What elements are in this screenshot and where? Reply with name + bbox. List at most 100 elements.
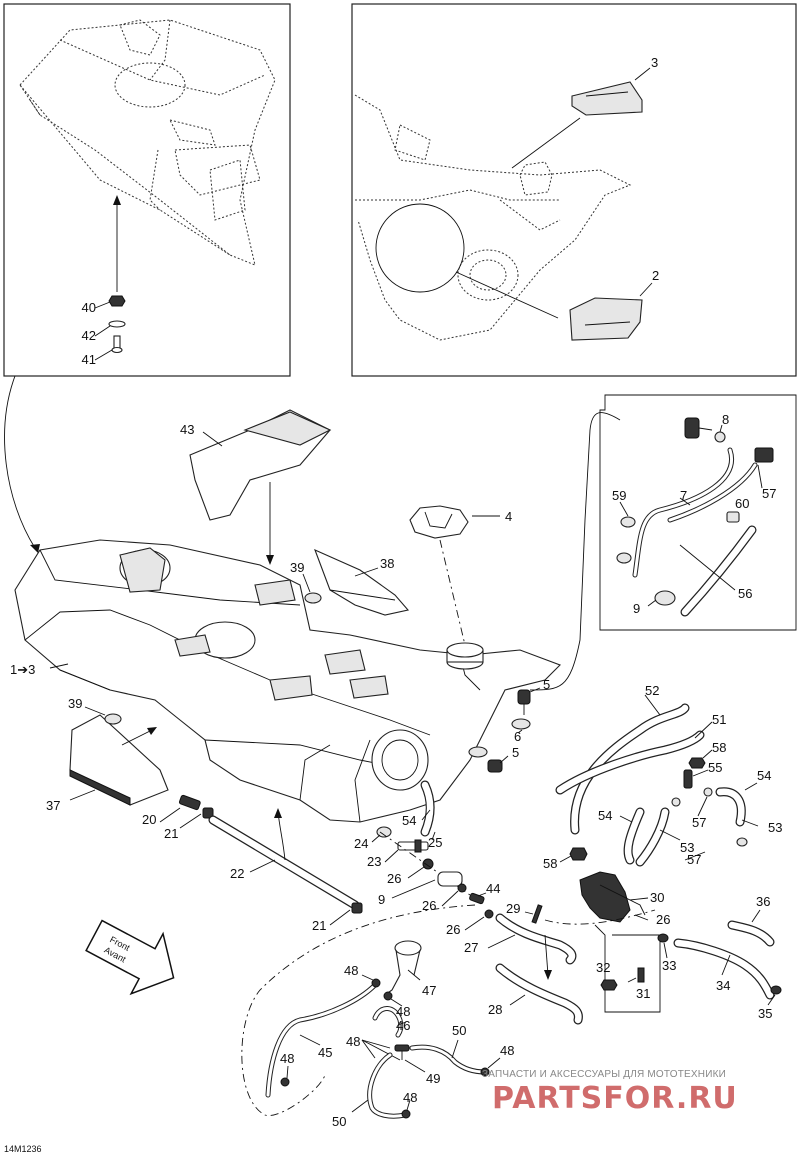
callout-46: 46	[396, 1018, 410, 1033]
callout-40: 40	[82, 300, 96, 315]
callout-39-lower: 39	[68, 696, 82, 711]
callout-54-right: 54	[757, 768, 771, 783]
connector-58-lower	[569, 847, 588, 861]
watermark-logo: PARTSFOR.RU	[492, 1081, 737, 1116]
hose-46	[372, 1006, 404, 1038]
callout-41: 41	[82, 352, 96, 367]
nut-24	[376, 826, 392, 838]
callout-26-c: 26	[446, 922, 460, 937]
grommet-39-upper	[304, 592, 322, 604]
callout-49: 49	[426, 1071, 440, 1086]
callout-33: 33	[662, 958, 676, 973]
fuel-line-22	[208, 815, 360, 910]
sleeve-9	[437, 871, 463, 887]
inset-vent-lines	[599, 394, 797, 631]
callout-58-lower: 58	[543, 856, 557, 871]
callout-3: 3	[651, 55, 658, 70]
hose-36	[727, 920, 775, 947]
callout-57-mid: 57	[692, 815, 706, 830]
watermark: ЗАПЧАСТИ И АКСЕССУАРЫ ДЛЯ МОТОТЕХНИКИ PA…	[482, 1069, 737, 1116]
callout-48-low: 48	[403, 1090, 417, 1105]
tee-49	[394, 1044, 410, 1060]
fitting-55	[683, 769, 693, 789]
callout-9-inset: 9	[633, 601, 640, 616]
fitting-44	[469, 892, 485, 905]
hose-50-right	[409, 1044, 488, 1075]
callout-23: 23	[367, 854, 381, 869]
callout-53-mid: 53	[680, 840, 694, 855]
callout-48-left: 48	[280, 1051, 294, 1066]
valve-5-lower	[487, 759, 503, 773]
callout-55: 55	[708, 760, 722, 775]
callout-54-left: 54	[402, 813, 416, 828]
filler-neck-47	[384, 940, 422, 996]
fuel-cap-4	[409, 505, 469, 539]
rollover-valve	[684, 417, 713, 439]
inset-panel-top-right	[351, 3, 797, 377]
callout-27: 27	[464, 940, 478, 955]
callout-48-b: 48	[396, 1004, 410, 1019]
inset-panel-top-left	[3, 3, 291, 377]
clamp-26-b	[457, 883, 467, 893]
callout-52: 52	[645, 683, 659, 698]
fuel-pump-30	[579, 871, 646, 923]
pad-3	[571, 81, 643, 116]
diagram-code: 14M1236	[4, 1144, 42, 1154]
clamp-26-a	[422, 858, 434, 870]
callout-60: 60	[735, 496, 749, 511]
callout-57-low: 57	[687, 852, 701, 867]
callout-29: 29	[506, 901, 520, 916]
callout-labels: 40 42 41 3 2 43 39 38 4 1➔3 39 37 5 6 5 …	[10, 55, 782, 1129]
callout-44: 44	[486, 881, 500, 896]
callout-26-b: 26	[422, 898, 436, 913]
callout-22: 22	[230, 866, 244, 881]
callout-50-right: 50	[452, 1023, 466, 1038]
callout-25: 25	[428, 835, 442, 850]
callout-37: 37	[46, 798, 60, 813]
fitting-23	[397, 839, 429, 853]
pad-37	[69, 714, 169, 806]
clamp-48-e	[401, 1109, 411, 1119]
clamp-21-lower	[351, 902, 363, 914]
washer-42	[108, 320, 126, 328]
callout-35: 35	[758, 1006, 772, 1021]
callout-24: 24	[354, 836, 368, 851]
pad-2	[569, 297, 643, 341]
clamp-57-a	[671, 787, 713, 807]
callout-56: 56	[738, 586, 752, 601]
hose-54-mid	[623, 807, 645, 865]
callout-1-3: 1➔3	[10, 662, 35, 677]
callout-43: 43	[180, 422, 194, 437]
hose-27	[495, 913, 577, 965]
bolt-31	[637, 967, 645, 983]
callout-48-a: 48	[344, 963, 358, 978]
callout-47: 47	[422, 983, 436, 998]
clamp-48-c	[280, 1077, 290, 1087]
callout-32: 32	[596, 960, 610, 975]
callout-21-upper: 21	[164, 826, 178, 841]
callout-26-pump: 26	[656, 912, 670, 927]
callout-28: 28	[488, 1002, 502, 1017]
valve-5-upper	[517, 689, 531, 715]
hose-53	[635, 807, 670, 867]
callout-5-lower: 5	[512, 745, 519, 760]
nut-32	[600, 979, 618, 991]
clamp-35	[770, 985, 782, 995]
callout-20: 20	[142, 812, 156, 827]
hose-50-left	[367, 1052, 408, 1119]
callout-2: 2	[652, 268, 659, 283]
grommet-39-lower	[104, 713, 122, 725]
clamp-48-a	[371, 978, 381, 988]
pad-38	[314, 548, 410, 616]
callout-7: 7	[680, 488, 687, 503]
callout-53-right: 53	[768, 820, 782, 835]
callout-31: 31	[636, 986, 650, 1001]
callout-4: 4	[505, 509, 512, 524]
hose-45	[265, 982, 378, 1098]
clamp-21-upper	[202, 807, 214, 819]
callout-51: 51	[712, 712, 726, 727]
callout-45: 45	[318, 1045, 332, 1060]
grommet-6	[468, 718, 531, 758]
callout-48-tee: 48	[346, 1034, 360, 1049]
hose-54-right	[715, 787, 746, 827]
